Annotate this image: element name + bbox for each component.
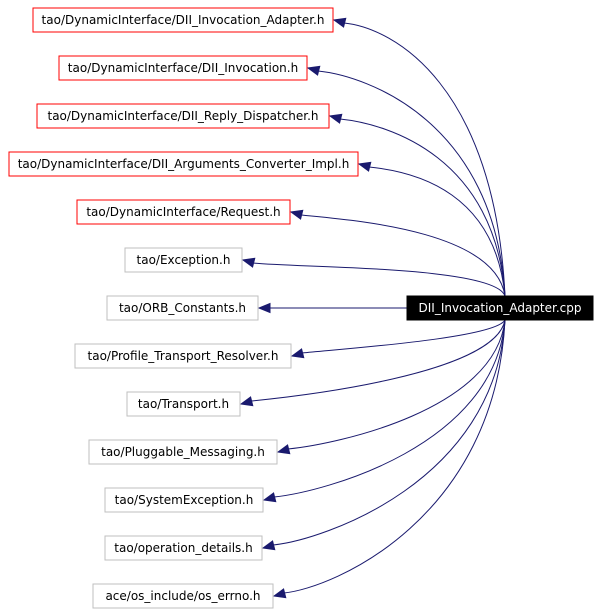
dependency-node-box: [74, 343, 292, 369]
dependency-node-label: tao/Transport.h: [138, 397, 229, 411]
dependency-node-box: [92, 583, 274, 609]
dependency-edge: [272, 319, 506, 546]
dependency-node-label: tao/DynamicInterface/DII_Invocation_Adap…: [42, 13, 325, 27]
dependency-node[interactable]: ace/os_include/os_errno.h: [92, 583, 274, 609]
dependency-node[interactable]: tao/SystemException.h: [104, 487, 264, 513]
dependency-node[interactable]: tao/Transport.h: [126, 391, 241, 417]
dependency-edge: [250, 319, 506, 402]
arrowhead: [306, 65, 321, 76]
dependency-node-label: tao/ORB_Constants.h: [119, 301, 246, 315]
dependency-node-label: tao/operation_details.h: [114, 541, 252, 555]
dependency-node-box: [104, 487, 264, 513]
dependency-node-box: [58, 55, 308, 81]
root-node-label: DII_Invocation_Adapter.cpp: [419, 301, 582, 315]
dependency-node[interactable]: tao/DynamicInterface/DII_Invocation.h: [58, 55, 308, 81]
edges-layer: [239, 17, 506, 599]
dependency-node-label: tao/DynamicInterface/DII_Invocation.h: [68, 61, 298, 75]
arrowhead: [239, 396, 254, 407]
dependency-edge: [301, 319, 506, 354]
dependency-node[interactable]: tao/Profile_Transport_Resolver.h: [74, 343, 292, 369]
arrowhead: [262, 492, 277, 503]
root-node[interactable]: DII_Invocation_Adapter.cpp: [406, 295, 594, 321]
dependency-node[interactable]: tao/Exception.h: [124, 247, 243, 273]
arrowhead: [261, 540, 276, 551]
arrowhead: [290, 348, 305, 359]
dependency-edge: [252, 262, 506, 297]
dependency-edge: [273, 319, 506, 498]
dependency-node-label: tao/Profile_Transport_Resolver.h: [88, 349, 279, 363]
dependency-node[interactable]: tao/DynamicInterface/DII_Reply_Dispatche…: [36, 103, 330, 129]
dependency-node-label: tao/Pluggable_Messaging.h: [101, 445, 265, 459]
arrowhead: [241, 257, 256, 268]
arrowhead: [276, 444, 291, 455]
dependency-node-label: ace/os_include/os_errno.h: [105, 589, 260, 603]
dependency-node[interactable]: tao/operation_details.h: [104, 535, 263, 561]
dependency-edge: [343, 22, 506, 297]
dependency-node[interactable]: tao/DynamicInterface/Request.h: [76, 199, 291, 225]
arrowhead: [328, 113, 343, 124]
dependency-edge: [283, 319, 506, 594]
dependency-node-box: [76, 199, 291, 225]
root-node-box: [406, 295, 594, 321]
dependency-node-box: [32, 7, 334, 33]
arrowhead: [272, 588, 287, 599]
dependency-node-box: [106, 295, 259, 321]
dependency-node[interactable]: tao/DynamicInterface/DII_Invocation_Adap…: [32, 7, 334, 33]
dependency-node-box: [104, 535, 263, 561]
dependency-node[interactable]: tao/DynamicInterface/DII_Arguments_Conve…: [8, 151, 359, 177]
dependency-node[interactable]: tao/Pluggable_Messaging.h: [88, 439, 278, 465]
dependency-node-label: tao/SystemException.h: [115, 493, 254, 507]
dependency-edge: [368, 166, 506, 297]
dependency-node[interactable]: tao/ORB_Constants.h: [106, 295, 259, 321]
dependency-node-box: [8, 151, 359, 177]
dependency-node-box: [36, 103, 330, 129]
nodes-layer: tao/DynamicInterface/DII_Invocation_Adap…: [8, 7, 359, 609]
dependency-node-label: tao/DynamicInterface/DII_Arguments_Conve…: [18, 157, 350, 171]
arrowhead: [332, 17, 347, 28]
dependency-node-label: tao/DynamicInterface/Request.h: [86, 205, 280, 219]
arrowhead: [357, 161, 372, 172]
dependency-node-label: tao/DynamicInterface/DII_Reply_Dispatche…: [47, 109, 318, 123]
dependency-edge: [317, 70, 506, 297]
dependency-node-box: [88, 439, 278, 465]
dependency-edge: [287, 319, 506, 450]
arrowhead: [257, 302, 271, 314]
arrowhead: [289, 209, 304, 220]
dependency-edge: [339, 118, 506, 297]
dependency-node-box: [126, 391, 241, 417]
dependency-edge: [300, 214, 506, 297]
dependency-node-label: tao/Exception.h: [137, 253, 231, 267]
dependency-node-box: [124, 247, 243, 273]
